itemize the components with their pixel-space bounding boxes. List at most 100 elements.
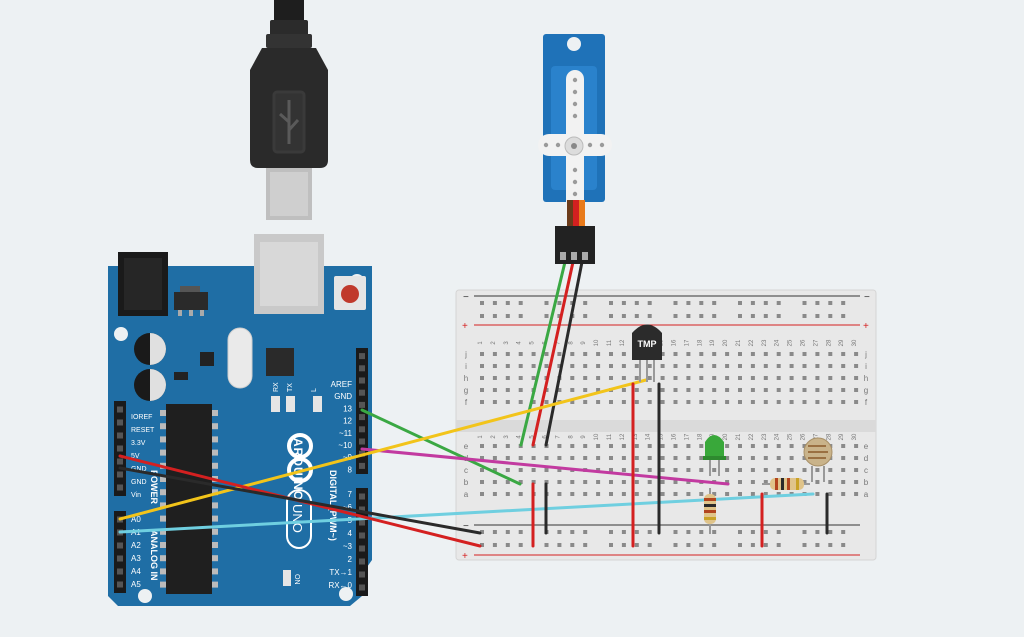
rail-hole[interactable] <box>557 530 562 534</box>
breadboard-hole[interactable] <box>763 388 768 392</box>
rail-hole[interactable] <box>621 314 626 318</box>
breadboard-hole[interactable] <box>634 376 639 380</box>
breadboard-hole[interactable] <box>828 400 833 404</box>
breadboard-hole[interactable] <box>480 444 484 448</box>
breadboard-hole[interactable] <box>854 400 859 404</box>
breadboard-hole[interactable] <box>789 444 794 448</box>
breadboard-hole[interactable] <box>570 444 575 448</box>
breadboard-hole[interactable] <box>647 444 652 448</box>
breadboard-hole[interactable] <box>738 376 742 380</box>
rail-hole[interactable] <box>738 314 742 318</box>
breadboard-hole[interactable] <box>802 444 807 448</box>
breadboard-hole[interactable] <box>531 376 536 380</box>
breadboard-hole[interactable] <box>647 364 652 368</box>
breadboard-hole[interactable] <box>841 388 846 392</box>
rail-hole[interactable] <box>776 301 781 305</box>
rail-hole[interactable] <box>699 530 704 534</box>
breadboard-hole[interactable] <box>854 352 859 356</box>
breadboard-hole[interactable] <box>841 468 846 472</box>
breadboard-hole[interactable] <box>686 352 691 356</box>
rail-hole[interactable] <box>712 543 717 547</box>
breadboard-hole[interactable] <box>750 480 755 484</box>
header-pin[interactable] <box>359 545 365 552</box>
green-led[interactable] <box>703 435 726 476</box>
breadboard-hole[interactable] <box>596 364 601 368</box>
breadboard-hole[interactable] <box>634 444 639 448</box>
rail-hole[interactable] <box>518 530 523 534</box>
breadboard-hole[interactable] <box>673 444 678 448</box>
breadboard-hole[interactable] <box>660 456 665 460</box>
breadboard-hole[interactable] <box>699 468 704 472</box>
rail-hole[interactable] <box>686 301 691 305</box>
rail-hole[interactable] <box>505 543 510 547</box>
breadboard-hole[interactable] <box>557 480 562 484</box>
servo-horn[interactable] <box>538 70 612 220</box>
breadboard-hole[interactable] <box>505 444 510 448</box>
breadboard-hole[interactable] <box>725 352 730 356</box>
breadboard-hole[interactable] <box>750 400 755 404</box>
breadboard-hole[interactable] <box>492 480 497 484</box>
rail-hole[interactable] <box>738 301 742 305</box>
breadboard-hole[interactable] <box>518 376 523 380</box>
rail-hole[interactable] <box>815 301 820 305</box>
breadboard-hole[interactable] <box>828 388 833 392</box>
pin13-wire[interactable] <box>360 408 522 486</box>
breadboard-hole[interactable] <box>686 468 691 472</box>
breadboard-hole[interactable] <box>815 468 820 472</box>
breadboard-hole[interactable] <box>609 492 613 496</box>
breadboard-hole[interactable] <box>557 456 562 460</box>
rail-hole[interactable] <box>570 543 575 547</box>
rail-hole[interactable] <box>763 543 768 547</box>
rail-hole[interactable] <box>583 543 588 547</box>
breadboard-hole[interactable] <box>854 492 859 496</box>
rail-hole[interactable] <box>712 301 717 305</box>
breadboard-hole[interactable] <box>634 492 639 496</box>
servo-connector[interactable] <box>555 226 595 264</box>
rail-hole[interactable] <box>518 543 523 547</box>
breadboard-hole[interactable] <box>505 480 510 484</box>
rail-hole[interactable] <box>673 314 678 318</box>
breadboard-hole[interactable] <box>480 492 484 496</box>
breadboard-hole[interactable] <box>750 376 755 380</box>
header-pin[interactable] <box>117 432 123 439</box>
breadboard-hole[interactable] <box>621 376 626 380</box>
rail-hole[interactable] <box>699 314 704 318</box>
breadboard-hole[interactable] <box>673 400 678 404</box>
breadboard-hole[interactable] <box>634 468 639 472</box>
rail-hole[interactable] <box>699 543 704 547</box>
rail-hole[interactable] <box>480 543 484 547</box>
breadboard-hole[interactable] <box>828 492 833 496</box>
breadboard-hole[interactable] <box>480 468 484 472</box>
header-pin[interactable] <box>359 558 365 565</box>
breadboard-hole[interactable] <box>596 444 601 448</box>
breadboard-hole[interactable] <box>763 456 768 460</box>
header-pin[interactable] <box>359 493 365 500</box>
breadboard-hole[interactable] <box>480 480 484 484</box>
servo-signal-wire[interactable] <box>519 260 567 447</box>
rail-hole[interactable] <box>518 301 523 305</box>
breadboard-hole[interactable] <box>763 364 768 368</box>
breadboard-hole[interactable] <box>596 492 601 496</box>
breadboard-hole[interactable] <box>763 352 768 356</box>
breadboard-hole[interactable] <box>712 352 717 356</box>
breadboard-hole[interactable] <box>518 364 523 368</box>
rail-hole[interactable] <box>763 301 768 305</box>
breadboard-hole[interactable] <box>634 456 639 460</box>
breadboard-hole[interactable] <box>841 352 846 356</box>
breadboard-hole[interactable] <box>841 376 846 380</box>
rail-hole[interactable] <box>634 543 639 547</box>
rail-hole[interactable] <box>505 314 510 318</box>
breadboard-hole[interactable] <box>802 400 807 404</box>
breadboard-hole[interactable] <box>712 400 717 404</box>
breadboard-hole[interactable] <box>725 388 730 392</box>
usb-cable[interactable] <box>250 0 328 220</box>
breadboard-hole[interactable] <box>750 352 755 356</box>
breadboard-hole[interactable] <box>699 400 704 404</box>
wires[interactable] <box>118 260 829 548</box>
header-pin[interactable] <box>359 462 365 469</box>
breadboard-hole[interactable] <box>609 400 613 404</box>
breadboard-hole[interactable] <box>634 400 639 404</box>
breadboard-hole[interactable] <box>828 376 833 380</box>
breadboard-hole[interactable] <box>634 388 639 392</box>
breadboard-hole[interactable] <box>621 400 626 404</box>
